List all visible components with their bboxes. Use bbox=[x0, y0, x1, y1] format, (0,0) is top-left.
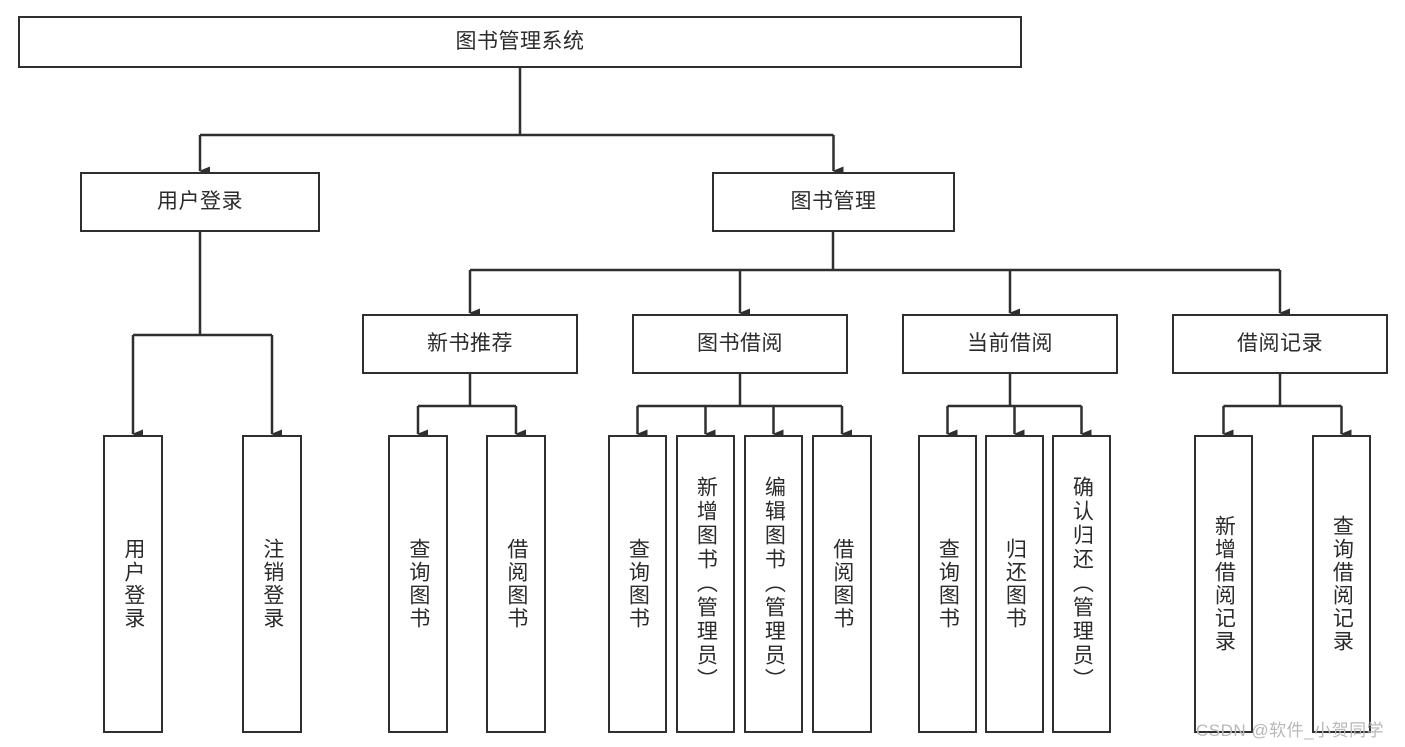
node-label-borrow-record: 借阅记录 bbox=[1237, 332, 1323, 356]
node-label-root: 图书管理系统 bbox=[455, 30, 585, 54]
node-label-leaf-add-record: 新增借阅记录 bbox=[1212, 515, 1236, 653]
node-label-book-borrow: 图书借阅 bbox=[697, 332, 783, 356]
node-root[interactable]: 图书管理系统 bbox=[18, 16, 1022, 68]
node-label-leaf-return-book: 归还图书 bbox=[1003, 538, 1027, 630]
node-label-leaf-logout: 注销登录 bbox=[260, 538, 284, 630]
node-label-leaf-query-book-3: 查询图书 bbox=[936, 538, 960, 630]
node-label-leaf-borrow-book-1: 借阅图书 bbox=[504, 538, 528, 630]
node-leaf-logout[interactable]: 注销登录 bbox=[242, 435, 302, 733]
node-leaf-return-book[interactable]: 归还图书 bbox=[985, 435, 1044, 733]
watermark: CSDN @软件_小贺同学 bbox=[1196, 721, 1385, 740]
node-label-leaf-query-record: 查询借阅记录 bbox=[1330, 515, 1354, 653]
node-label-leaf-user-login: 用户登录 bbox=[121, 538, 145, 630]
node-book-borrow[interactable]: 图书借阅 bbox=[632, 314, 848, 374]
node-borrow-record[interactable]: 借阅记录 bbox=[1172, 314, 1388, 374]
node-label-leaf-borrow-book-2: 借阅图书 bbox=[830, 538, 854, 630]
node-new-book-rec[interactable]: 新书推荐 bbox=[362, 314, 578, 374]
node-book-manage[interactable]: 图书管理 bbox=[712, 172, 955, 232]
node-leaf-query-book-3[interactable]: 查询图书 bbox=[918, 435, 977, 733]
node-leaf-borrow-book-2[interactable]: 借阅图书 bbox=[812, 435, 872, 733]
node-label-leaf-edit-book: 编辑图书（管理员） bbox=[762, 476, 786, 692]
node-leaf-edit-book[interactable]: 编辑图书（管理员） bbox=[744, 435, 803, 733]
node-leaf-query-book-2[interactable]: 查询图书 bbox=[608, 435, 667, 733]
node-label-leaf-query-book-1: 查询图书 bbox=[406, 538, 430, 630]
node-leaf-borrow-book-1[interactable]: 借阅图书 bbox=[486, 435, 546, 733]
tree-connectors bbox=[131, 68, 1352, 439]
node-leaf-query-book-1[interactable]: 查询图书 bbox=[388, 435, 448, 733]
node-label-leaf-confirm-return: 确认归还（管理员） bbox=[1070, 476, 1094, 692]
node-leaf-confirm-return[interactable]: 确认归还（管理员） bbox=[1052, 435, 1111, 733]
node-leaf-user-login[interactable]: 用户登录 bbox=[103, 435, 163, 733]
node-leaf-query-record[interactable]: 查询借阅记录 bbox=[1312, 435, 1371, 733]
node-leaf-add-record[interactable]: 新增借阅记录 bbox=[1194, 435, 1253, 733]
node-label-user-login: 用户登录 bbox=[157, 190, 243, 214]
node-label-new-book-rec: 新书推荐 bbox=[427, 332, 513, 356]
node-user-login[interactable]: 用户登录 bbox=[80, 172, 320, 232]
node-label-leaf-add-book: 新增图书（管理员） bbox=[694, 476, 718, 692]
node-label-leaf-query-book-2: 查询图书 bbox=[626, 538, 650, 630]
node-label-current-borrow: 当前借阅 bbox=[967, 332, 1053, 356]
node-leaf-add-book[interactable]: 新增图书（管理员） bbox=[676, 435, 735, 733]
node-label-book-manage: 图书管理 bbox=[790, 190, 877, 214]
node-current-borrow[interactable]: 当前借阅 bbox=[902, 314, 1118, 374]
